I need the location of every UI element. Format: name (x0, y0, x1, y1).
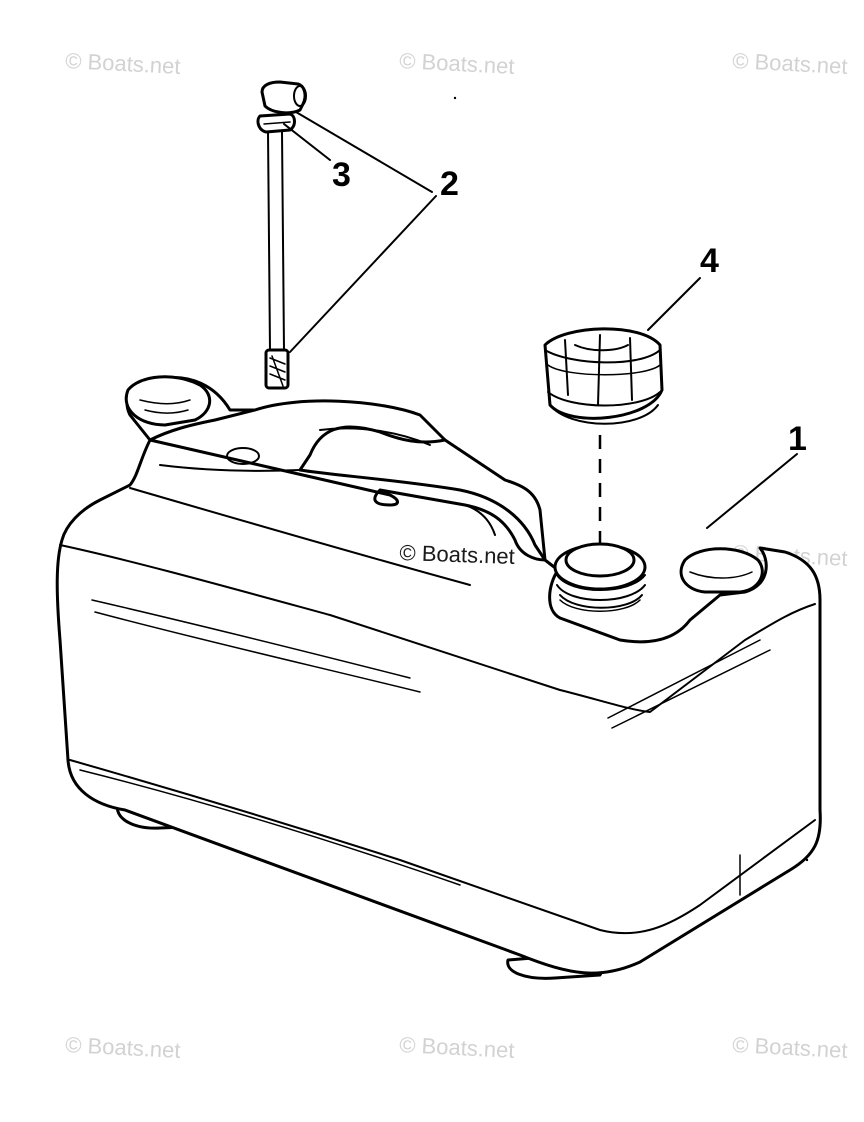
fuel-pickup-assembly (256, 80, 307, 390)
fuel-tank (55, 375, 822, 980)
callout-leaders (283, 111, 798, 529)
fuel-cap (543, 327, 664, 545)
callout-2: 2 (440, 165, 459, 203)
watermark-center: © Boats.net (399, 540, 516, 570)
callout-3: 3 (332, 156, 351, 194)
callout-1: 1 (788, 420, 807, 458)
callout-4: 4 (700, 242, 719, 280)
